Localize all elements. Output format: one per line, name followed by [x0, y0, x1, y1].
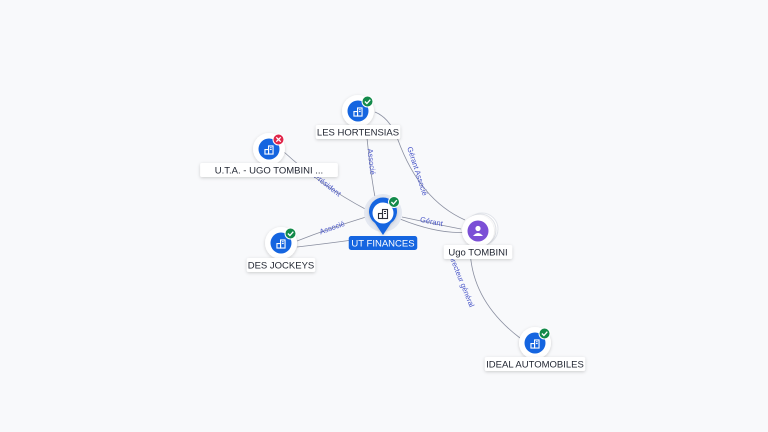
edge-label: Associé [318, 219, 346, 236]
status-ok-icon [284, 227, 297, 240]
edge-line [283, 151, 368, 211]
node-des-jockeys[interactable]: DES JOCKEYS [246, 227, 316, 272]
building-icon [377, 208, 389, 220]
edge-line [296, 216, 367, 242]
building-icon [353, 107, 363, 117]
node-label: DES JOCKEYS [248, 261, 315, 272]
edge-e4[interactable]: Gérant [401, 215, 462, 230]
node-label: U.T.A. - UGO TOMBINI ... [215, 166, 323, 177]
status-ok-icon [538, 327, 551, 340]
edge-e6[interactable]: Directeur général [446, 245, 521, 339]
edge-line [401, 216, 462, 230]
node-label: IDEAL AUTOMOBILES [486, 360, 584, 371]
building-icon [530, 339, 540, 349]
node-label-bg [200, 163, 338, 177]
node-label-bg [443, 245, 513, 259]
edge-line [374, 111, 466, 221]
nodes-layer: UT FINANCES LES HORTENSIAS U.T.A. - UGO TO… [200, 95, 586, 371]
node-label: UT FINANCES [351, 239, 414, 250]
status-closed-icon [272, 133, 285, 146]
edge-label: Gérant Associé [405, 146, 429, 197]
edge-label: Associé [366, 148, 378, 175]
edge-e2[interactable]: Président [283, 151, 368, 211]
node-ideal-automobiles[interactable]: IDEAL AUTOMOBILES [484, 327, 586, 371]
edge-label: Directeur général [446, 252, 476, 309]
edge-line [469, 245, 521, 339]
node-label-bg [315, 125, 401, 139]
node-label-bg [348, 236, 418, 250]
node-uta-ugo[interactable]: U.T.A. - UGO TOMBINI ... [200, 133, 338, 177]
building-icon [264, 145, 274, 155]
status-ok-icon [388, 196, 400, 208]
node-label: LES HORTENSIAS [317, 128, 399, 139]
node-les-hortensias[interactable]: LES HORTENSIAS [315, 95, 401, 139]
node-ut-finances[interactable]: UT FINANCES [348, 194, 418, 250]
node-ugo-tombini[interactable]: Ugo TOMBINI [443, 212, 513, 259]
node-label-bg [484, 357, 586, 371]
edge-label: Gérant [419, 215, 444, 228]
node-label: Ugo TOMBINI [448, 248, 507, 259]
person-icon [473, 225, 483, 236]
building-icon [276, 239, 286, 249]
status-ok-icon [361, 95, 374, 108]
node-label-bg [246, 258, 316, 272]
